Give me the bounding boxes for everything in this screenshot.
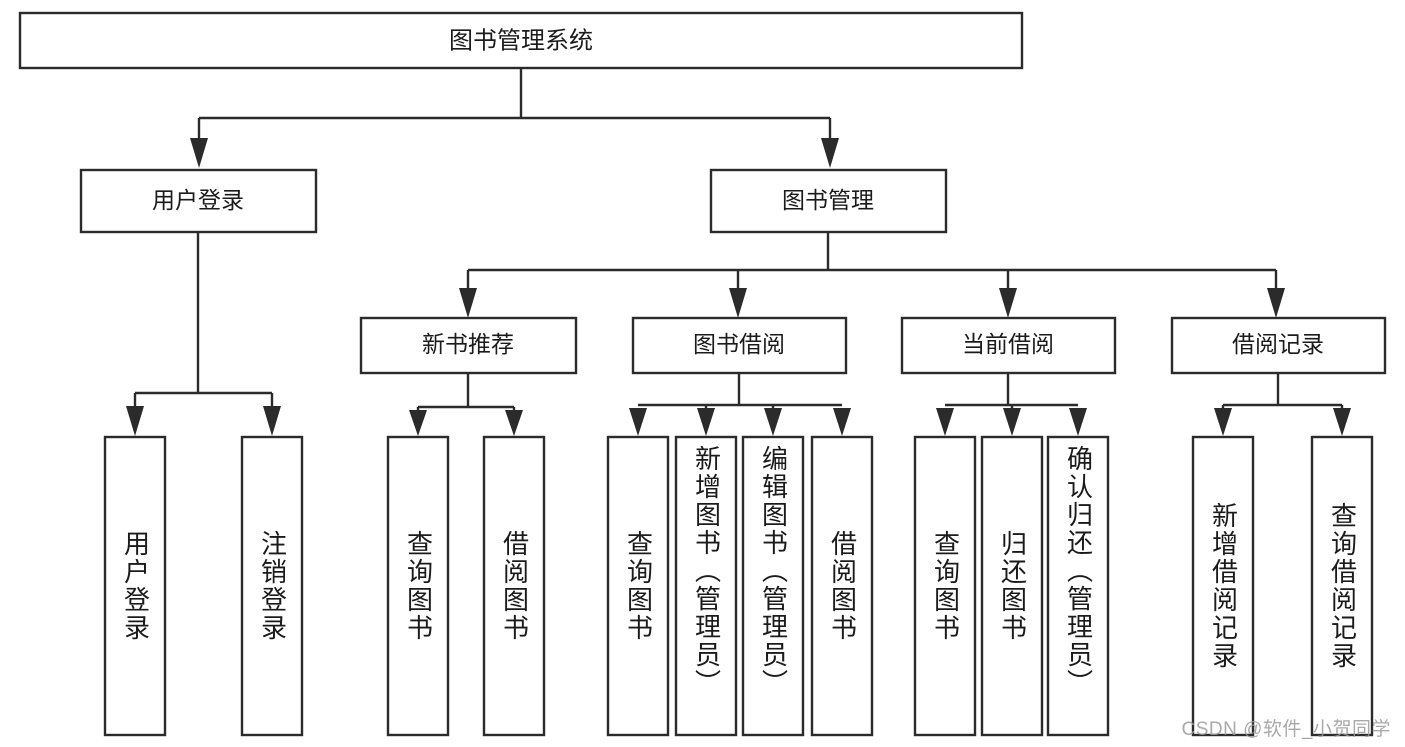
borrow-records-box[interactable] [1170,316,1387,375]
book-borrow-box[interactable] [631,316,848,375]
connector-book-manage-to-level3 [459,232,1285,318]
node-book-borrow[interactable]: 图书借阅 [631,316,848,375]
book-manage-box[interactable] [709,168,948,234]
leaf-box-nbr-2[interactable] [482,435,546,737]
arrow-to-book-manage-icon [821,138,839,168]
root-box[interactable] [18,11,1024,70]
leaf-box-bb-1[interactable] [606,435,670,737]
arrow-br-leaf-1-icon [1214,408,1232,436]
leaf-box-bb-4[interactable] [810,435,874,737]
connector-root-to-level2 [190,68,839,168]
leaf-box-cb-1[interactable] [913,435,977,737]
arrow-level3-3-icon [999,288,1017,318]
leaf-box-user-login-1[interactable] [103,435,167,737]
arrow-bb-leaf-3-icon [764,408,782,436]
arrow-level3-4-icon [1267,288,1285,318]
connector-borrow-records-to-leaves [1214,373,1351,436]
arrow-nbr-leaf-2-icon [505,410,523,436]
leaf-box-br-2[interactable] [1310,435,1374,737]
leaf-box-bb-3[interactable] [741,435,805,737]
connector-new-book-recommend-to-leaves [409,373,523,436]
user-login-label: 用户登录 [152,187,244,213]
borrow-records-label: 借阅记录 [1232,331,1324,357]
arrow-br-leaf-2-icon [1333,408,1351,436]
leaf-box-bb-2[interactable] [674,435,738,737]
connector-user-login-to-leaves [126,232,281,436]
arrow-bb-leaf-2-icon [697,408,715,436]
leaf-box-cb-2[interactable] [980,435,1044,737]
book-borrow-label: 图书借阅 [693,331,785,357]
node-new-book-recommend[interactable]: 新书推荐 [359,316,578,375]
new-book-recommend-box[interactable] [359,316,578,375]
node-borrow-records[interactable]: 借阅记录 [1170,316,1387,375]
node-root[interactable]: 图书管理系统 [18,11,1024,70]
connector-current-borrow-to-leaves [936,373,1087,436]
arrow-user-login-leaf-2-icon [263,406,281,436]
connector-book-borrow-to-leaves [629,373,851,436]
arrow-nbr-leaf-1-icon [409,410,427,436]
node-user-login[interactable]: 用户登录 [79,168,318,234]
current-borrow-box[interactable] [900,316,1117,375]
node-current-borrow[interactable]: 当前借阅 [900,316,1117,375]
arrow-level3-2-icon [729,288,747,318]
book-manage-label: 图书管理 [782,187,874,213]
arrow-bb-leaf-4-icon [833,408,851,436]
arrow-bb-leaf-1-icon [629,408,647,436]
leaf-box-br-1[interactable] [1191,435,1255,737]
arrow-cb-leaf-1-icon [936,408,954,436]
arrow-to-user-login-icon [190,138,208,168]
new-book-recommend-label: 新书推荐 [422,331,514,357]
arrow-level3-1-icon [459,288,477,318]
arrow-cb-leaf-3-icon [1069,408,1087,436]
leaf-box-nbr-1[interactable] [386,435,450,737]
root-label: 图书管理系统 [449,27,593,54]
leaf-box-cb-3[interactable] [1046,435,1110,737]
csdn-watermark: CSDN @软件_小贺同学 [1181,719,1391,740]
arrow-user-login-leaf-1-icon [126,406,144,436]
node-book-manage[interactable]: 图书管理 [709,168,948,234]
current-borrow-label: 当前借阅 [962,331,1054,357]
leaf-box-user-login-2[interactable] [240,435,304,737]
arrow-cb-leaf-2-icon [1003,408,1021,436]
